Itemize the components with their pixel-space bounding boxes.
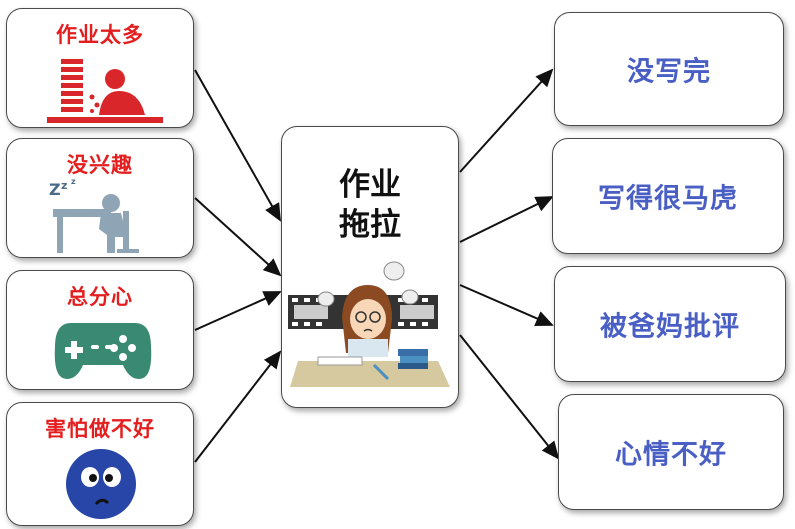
- center-box-homework-procrastination: 作业 拖拉: [281, 126, 459, 408]
- cause-box-too-much-homework: 作业太多: [6, 8, 194, 128]
- svg-text:z: z: [61, 179, 67, 192]
- cause-label: 作业太多: [56, 23, 144, 47]
- center-title: 作业 拖拉: [282, 165, 458, 245]
- stack-pile-person-icon: [47, 59, 163, 123]
- effect-label: 心情不好: [615, 439, 727, 471]
- frustrated-student-at-desk-icon: [288, 261, 450, 387]
- gamepad-icon: [54, 323, 152, 379]
- arrow-cause2: [194, 197, 282, 277]
- cause-box-no-interest: 没兴趣 Z z z: [6, 138, 194, 258]
- center-title-line1: 作业: [339, 167, 401, 203]
- svg-text:z: z: [71, 177, 76, 186]
- effect-box-bad-mood: 心情不好: [558, 394, 784, 510]
- arrow-effect1: [459, 68, 554, 173]
- effect-box-not-finished: 没写完: [554, 12, 784, 126]
- arrow-effect2: [459, 196, 554, 243]
- center-title-line2: 拖拉: [339, 207, 401, 243]
- cause-label: 没兴趣: [67, 153, 133, 177]
- arrow-effect3: [459, 284, 554, 326]
- svg-text:Z: Z: [49, 180, 61, 199]
- arrow-cause3: [194, 291, 282, 331]
- effect-box-criticized-by-parents: 被爸妈批评: [554, 266, 786, 382]
- sleeping-person-icon: Z z z: [49, 177, 139, 253]
- cause-label: 总分心: [67, 285, 133, 309]
- effect-box-sloppy: 写得很马虎: [552, 138, 784, 254]
- cause-box-afraid-not-good: 害怕做不好: [6, 402, 194, 526]
- effect-label: 没写完: [627, 56, 711, 88]
- worried-face-icon: [66, 449, 136, 519]
- effect-label: 被爸妈批评: [600, 311, 740, 343]
- arrow-cause1: [194, 69, 281, 222]
- cause-box-distracted: 总分心: [6, 270, 194, 390]
- effect-label: 写得很马虎: [598, 183, 738, 215]
- arrow-cause4: [194, 350, 282, 463]
- cause-label: 害怕做不好: [45, 417, 155, 441]
- arrow-effect4: [459, 334, 560, 460]
